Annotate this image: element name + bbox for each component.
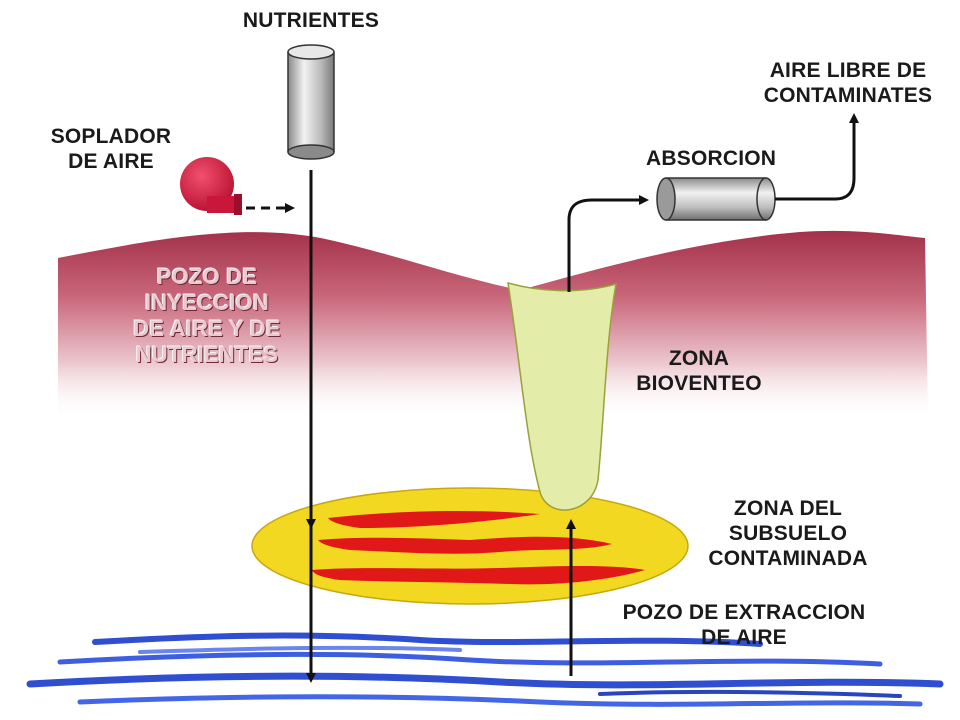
injection-well-label: POZO DE INYECCION DE AIRE Y DE NUTRIENTE… <box>112 264 302 368</box>
clean-air-label-line1: AIRE LIBRE DE <box>769 59 927 82</box>
extraction-well-label-line1: POZO DE EXTRACCION <box>622 601 866 624</box>
extraction-well-label-line2: DE AIRE <box>701 626 787 649</box>
blower-label-line2: DE AIRE <box>68 150 154 173</box>
contaminant-streaks <box>312 511 645 585</box>
injection-well-label-line4: NUTRIENTES <box>135 342 279 367</box>
absorption-label: ABSORCION <box>646 146 776 171</box>
bioventing-zone <box>507 281 617 511</box>
nutrients-label-text: NUTRIENTES <box>242 9 380 32</box>
extraction-well-label: POZO DE EXTRACCION DE AIRE <box>598 600 890 650</box>
contaminated-zone-label: ZONA DEL SUBSUELO CONTAMINADA <box>688 496 888 571</box>
bioventing-zone-label: ZONA BIOVENTEO <box>614 346 784 396</box>
absorption-unit <box>656 177 776 221</box>
contaminated-zone-label-line1: ZONA DEL <box>733 497 843 520</box>
nutrients-tank <box>287 44 335 160</box>
injection-well-label-line2: INYECCION <box>144 290 270 315</box>
groundwater <box>26 632 944 707</box>
bioventing-zone-label-line1: ZONA <box>668 347 730 370</box>
clean-air-label-line2: CONTAMINATES <box>763 84 933 107</box>
extraction-pipe-arrow <box>567 195 649 292</box>
absorption-label-text: ABSORCION <box>646 147 777 170</box>
contaminated-zone-label-line2: SUBSUELO <box>728 522 848 545</box>
blower-label-line1: SOPLADOR <box>50 125 172 148</box>
contaminated-zone-label-line3: CONTAMINADA <box>708 547 868 570</box>
clean-air-arrow <box>775 113 859 201</box>
blower-label: SOPLADOR DE AIRE <box>36 124 186 174</box>
clean-air-label: AIRE LIBRE DE CONTAMINATES <box>742 58 954 108</box>
air-blower <box>180 157 242 215</box>
injection-well-label-line3: DE AIRE Y DE <box>133 316 281 341</box>
bioventing-zone-label-line2: BIOVENTEO <box>636 372 762 395</box>
nutrients-label: NUTRIENTES <box>226 8 396 33</box>
injection-well-label-line1: POZO DE <box>156 264 258 289</box>
soil-layer <box>58 230 928 420</box>
